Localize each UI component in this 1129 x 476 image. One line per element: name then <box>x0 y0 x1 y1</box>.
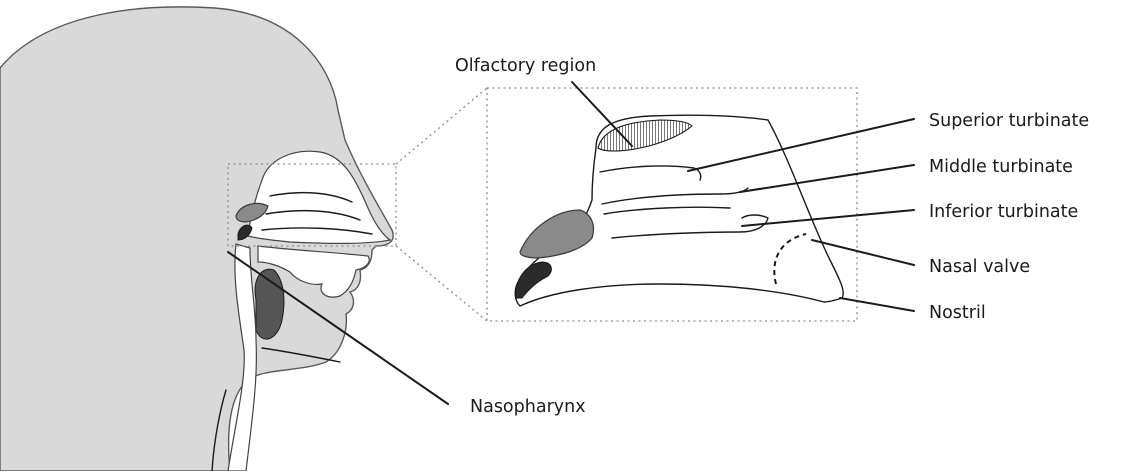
label-olfactory-region: Olfactory region <box>455 56 596 76</box>
leader-superior <box>688 119 914 171</box>
nasal-valve-arc <box>774 234 806 284</box>
adenoid-tissue <box>520 210 594 258</box>
superior-turbinate-shelf <box>600 166 701 180</box>
label-middle-turbinate: Middle turbinate <box>929 157 1073 177</box>
magnified-cavity <box>515 115 843 306</box>
leader-middle <box>740 165 914 192</box>
head-profile-icon <box>0 7 393 471</box>
cavity-outline <box>515 115 843 306</box>
zoom-connector-top <box>396 88 487 164</box>
label-superior-turbinate: Superior turbinate <box>929 111 1089 131</box>
eustachian-opening <box>516 262 552 298</box>
leader-olfactory <box>572 82 632 146</box>
label-nasopharynx: Nasopharynx <box>470 397 586 417</box>
middle-turbinate-shelf <box>602 188 748 204</box>
leader-nostril <box>840 298 914 311</box>
middle-turbinate-lower <box>604 207 730 214</box>
label-nasal-valve: Nasal valve <box>929 257 1030 277</box>
label-nostril: Nostril <box>929 303 986 323</box>
leader-valve <box>812 240 914 265</box>
zoom-connector-bottom <box>396 246 487 321</box>
label-inferior-turbinate: Inferior turbinate <box>929 202 1078 222</box>
